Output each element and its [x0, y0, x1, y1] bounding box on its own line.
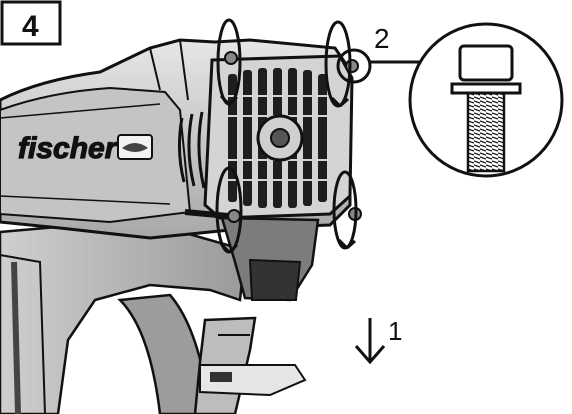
- step-number: 4: [22, 10, 39, 43]
- front-plate: [203, 54, 354, 220]
- rotation-arrows: [215, 18, 358, 254]
- tool-handle: [0, 223, 247, 414]
- screw-detail-icon: [408, 22, 564, 178]
- screw-bottom-left: [227, 209, 241, 223]
- direction-label: 1: [388, 316, 402, 346]
- callout-leader: [336, 48, 420, 84]
- cooling-grille: [228, 68, 327, 208]
- logo-text: fischer: [18, 132, 119, 165]
- step-number-box: 4: [0, 0, 62, 46]
- screw-top-left: [224, 51, 238, 65]
- fischer-logo: fischer: [17, 131, 153, 166]
- callout-label: 2: [374, 23, 390, 54]
- tool-nose: [193, 216, 320, 414]
- down-arrow-icon: [354, 318, 386, 365]
- screw-top-right: [345, 59, 359, 73]
